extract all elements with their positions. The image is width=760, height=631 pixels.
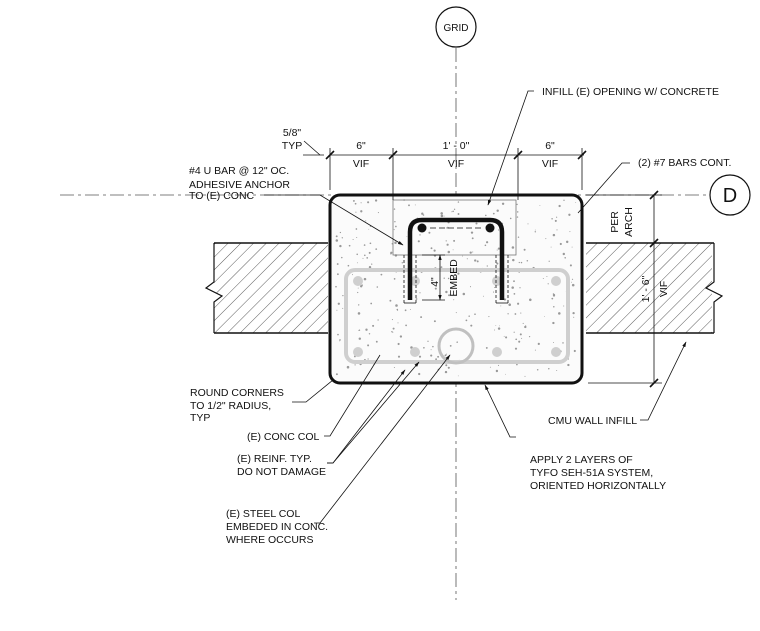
dim-corner-value: 5/8" xyxy=(283,127,302,139)
embed-dimension xyxy=(422,254,445,301)
callout-steel-col-2: EMBEDED IN CONC. xyxy=(226,521,328,533)
per-arch-line1: PER xyxy=(609,211,621,233)
leader-lines xyxy=(264,90,687,524)
dim-right-value: 1' - 6" xyxy=(640,275,652,302)
grid-marker-d: D xyxy=(709,174,751,216)
cmu-wall-left xyxy=(204,242,328,334)
callout-bars-cont: (2) #7 BARS CONT. xyxy=(638,157,731,169)
per-arch-line2: ARCH xyxy=(623,207,635,237)
callout-tyfo-2: TYFO SEH-51A SYSTEM, xyxy=(530,467,653,479)
cmu-wall-right xyxy=(586,242,724,334)
infill-opening xyxy=(392,199,517,256)
callout-tyfo-3: ORIENTED HORIZONTALLY xyxy=(530,480,666,492)
bar-7-right xyxy=(485,223,495,233)
dim-right-note: VIF xyxy=(658,281,670,297)
callout-steel-col-1: (E) STEEL COL xyxy=(226,508,300,520)
callout-reinf-1: (E) REINF. TYP. xyxy=(237,453,312,465)
callout-round-corners-2: TO 1/2" RADIUS, xyxy=(190,400,271,412)
steel-column xyxy=(437,327,475,365)
grid-marker-d-label: D xyxy=(723,185,737,207)
callout-round-corners-3: TYP xyxy=(190,412,210,424)
callout-conc-col: (E) CONC COL xyxy=(247,431,319,443)
callout-cmu: CMU WALL INFILL xyxy=(548,415,637,427)
callout-tyfo-1: APPLY 2 LAYERS OF xyxy=(530,454,633,466)
u-bar xyxy=(403,217,509,304)
grid-bubble: GRID xyxy=(435,6,477,48)
callout-round-corners-1: ROUND CORNERS xyxy=(190,387,284,399)
right-dimension-string xyxy=(586,190,662,388)
callout-reinf-2: DO NOT DAMAGE xyxy=(237,466,326,478)
callout-steel-col-3: WHERE OCCURS xyxy=(226,534,314,546)
dim-top-left-value: 6" xyxy=(356,140,366,152)
callout-u-bar-1: #4 U BAR @ 12" OC. xyxy=(189,165,289,177)
dim-corner-note: TYP xyxy=(282,140,302,152)
embed-value: 4" xyxy=(429,277,441,287)
dim-top-right-value: 6" xyxy=(545,140,555,152)
dim-top-center-value: 1' - 0" xyxy=(443,140,470,152)
embed-note: EMBED xyxy=(448,259,460,297)
dim-top-center-note: VIF xyxy=(448,158,464,170)
callouts: INFILL (E) OPENING W/ CONCRETE (2) #7 BA… xyxy=(189,86,731,546)
callout-infill: INFILL (E) OPENING W/ CONCRETE xyxy=(542,86,719,98)
existing-rebar-dots xyxy=(353,276,561,357)
dim-top-right-note: VIF xyxy=(542,158,558,170)
dim-top-left-note: VIF xyxy=(353,158,369,170)
bar-7-left xyxy=(417,223,427,233)
callout-u-bar-2: ADHESIVE ANCHOR xyxy=(189,179,290,191)
top-dimension-string xyxy=(303,140,587,200)
callout-u-bar-3: TO (E) CONC xyxy=(189,190,255,202)
grid-bubble-label: GRID xyxy=(444,23,469,34)
